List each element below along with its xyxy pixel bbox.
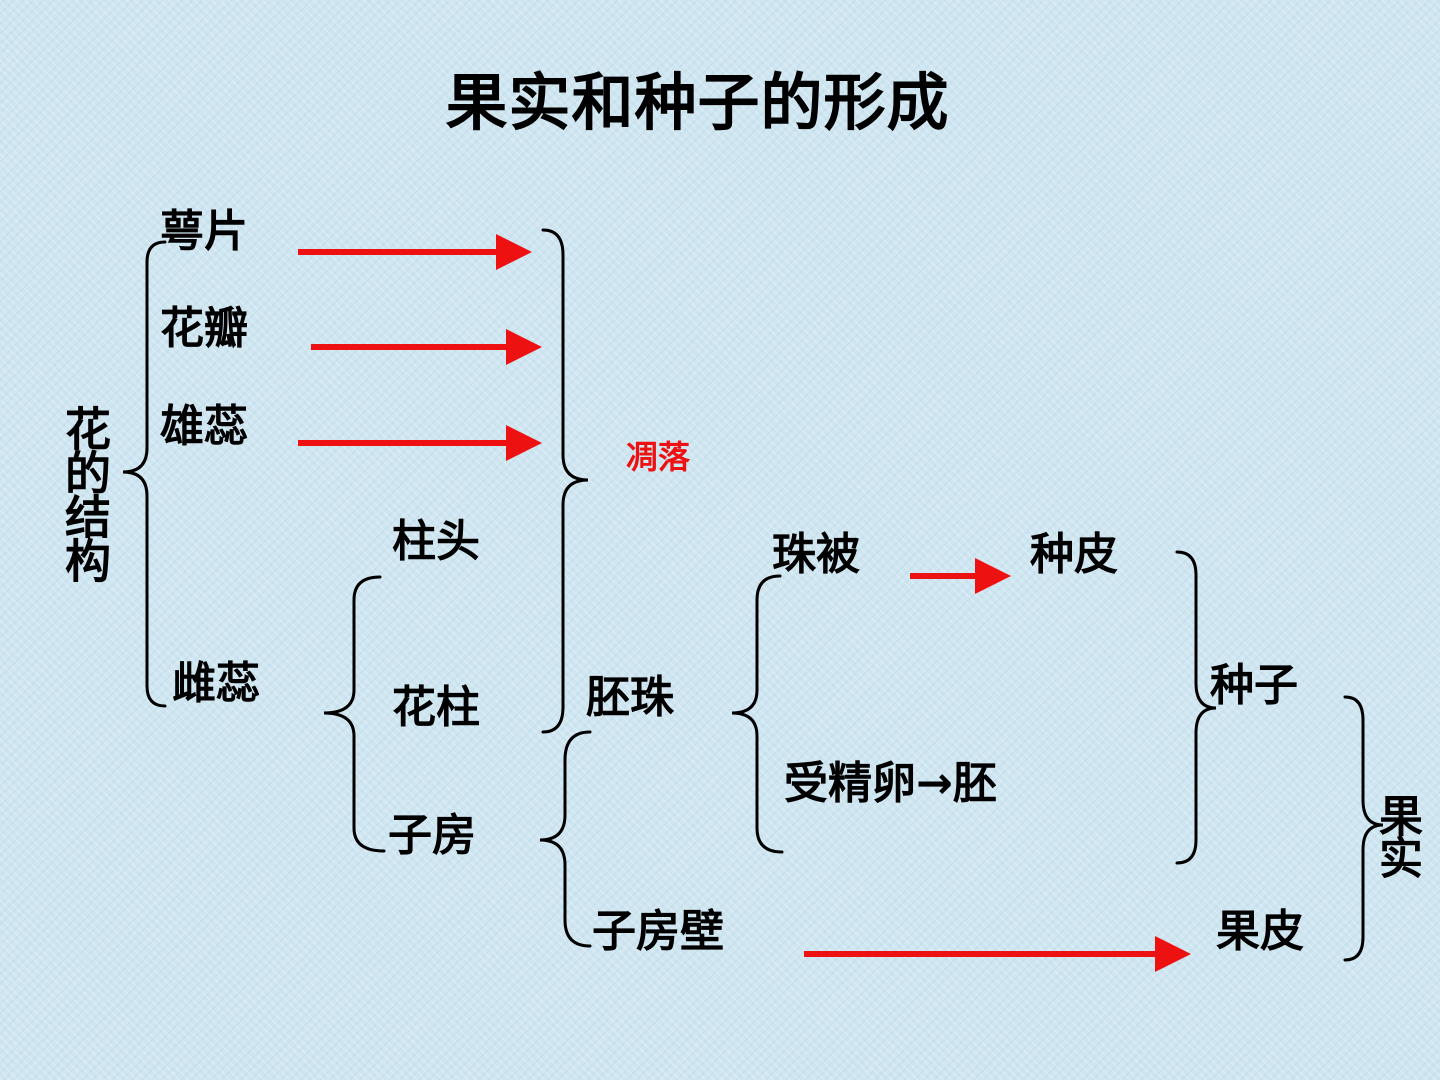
stigma-label: 柱头	[392, 516, 480, 567]
ovule-label: 胚珠	[586, 672, 674, 723]
ovary-label: 子房	[388, 810, 476, 861]
root-label: 花的结构	[58, 405, 112, 581]
sepal-label: 萼片	[160, 206, 248, 257]
brace-seed	[1175, 550, 1217, 865]
brace-ovule	[731, 574, 784, 854]
brace-fruit	[1343, 695, 1384, 962]
pericarp-label: 果皮	[1216, 906, 1304, 957]
stamen-label: 雄蕊	[160, 401, 248, 452]
brace-pistil	[323, 575, 386, 853]
brace-flower-structure	[122, 240, 167, 708]
style-label: 花柱	[392, 682, 480, 733]
petal-label: 花瓣	[160, 303, 248, 354]
fruit-label: 果实	[1371, 793, 1422, 877]
seed-coat-label: 种皮	[1030, 529, 1118, 580]
brace-fall-off	[541, 228, 589, 734]
pistil-label: 雌蕊	[172, 658, 260, 709]
brace-ovary	[539, 730, 592, 948]
fall-off-label: 凋落	[626, 438, 691, 476]
integument-label: 珠被	[772, 529, 860, 580]
ovary-wall-label: 子房壁	[592, 906, 724, 957]
seed-label: 种子	[1210, 660, 1298, 711]
page-title: 果实和种子的形成	[445, 66, 950, 139]
zygote-label: 受精卵→胚	[784, 758, 997, 809]
